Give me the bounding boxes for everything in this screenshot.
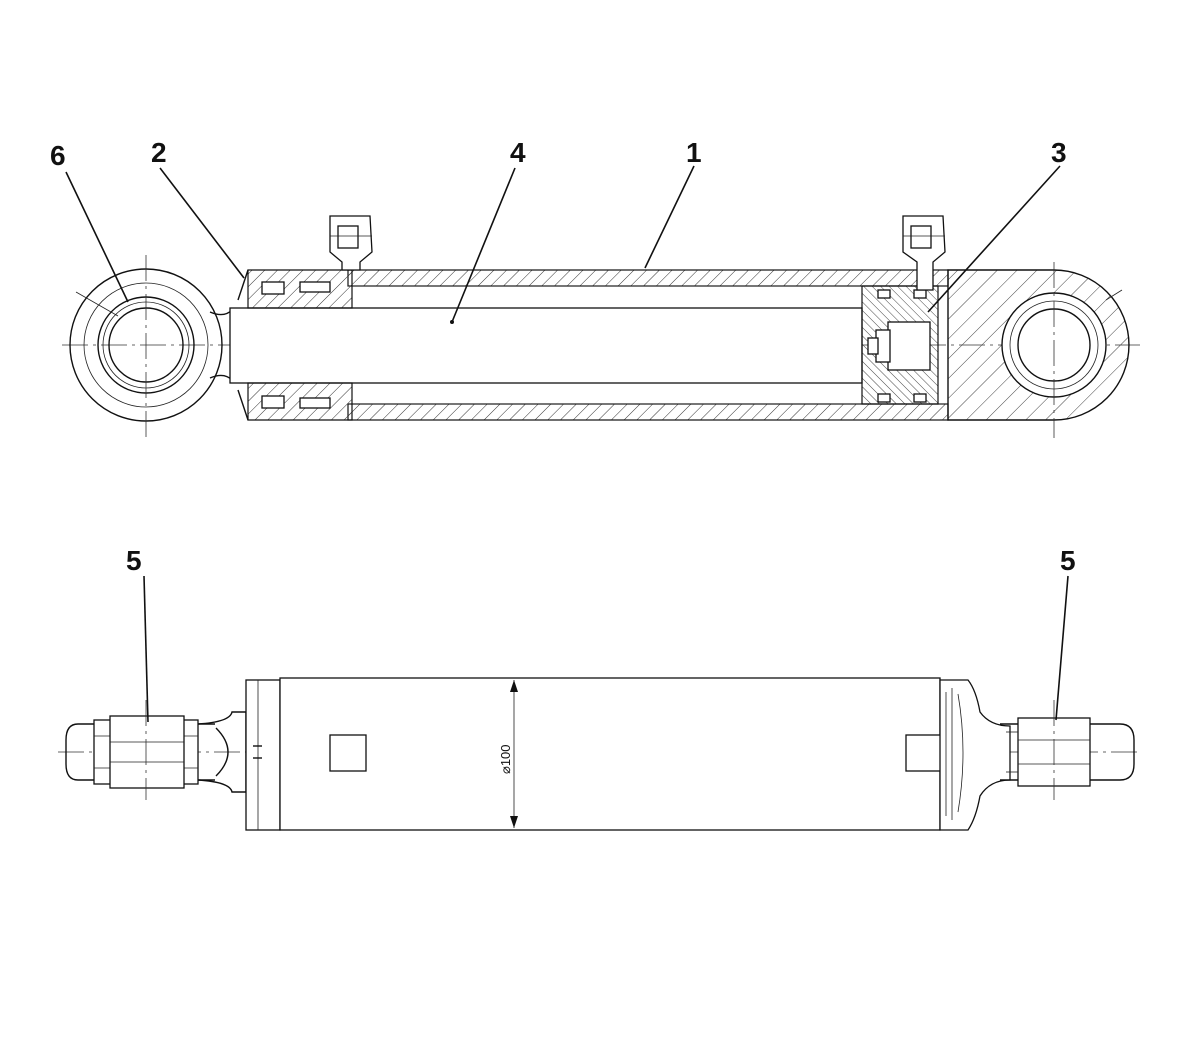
rod-gland xyxy=(237,269,353,421)
diameter-dimension: ⌀100 xyxy=(498,680,518,828)
diameter-label: ⌀100 xyxy=(498,744,513,774)
leader-lines-top xyxy=(65,165,1061,324)
callout-2: 2 xyxy=(151,137,167,168)
leader-3 xyxy=(927,165,1061,313)
rod-eye-left xyxy=(69,255,233,438)
leader-5-left xyxy=(143,575,149,723)
piston xyxy=(861,285,939,405)
section-view xyxy=(62,215,1140,438)
clevis-left xyxy=(65,700,247,800)
end-cap-right xyxy=(939,679,1011,831)
callout-6: 6 xyxy=(50,140,66,171)
callout-5-left: 5 xyxy=(126,545,142,576)
leader-2 xyxy=(159,167,245,279)
callout-5-right: 5 xyxy=(1060,545,1076,576)
leader-6 xyxy=(65,171,129,303)
callout-3: 3 xyxy=(1051,137,1067,168)
piston-rod xyxy=(229,307,863,384)
cylinder-body xyxy=(245,677,943,831)
bottom-end-cap xyxy=(947,262,1130,438)
leader-1 xyxy=(644,165,695,269)
exterior-view: ⌀100 xyxy=(58,677,1142,831)
callout-4: 4 xyxy=(510,137,526,168)
callout-1: 1 xyxy=(686,137,702,168)
clevis-right xyxy=(1000,700,1135,800)
port-left xyxy=(329,215,373,271)
leader-5-right xyxy=(1055,575,1069,721)
port-right xyxy=(902,215,946,291)
leader-4 xyxy=(451,167,516,323)
